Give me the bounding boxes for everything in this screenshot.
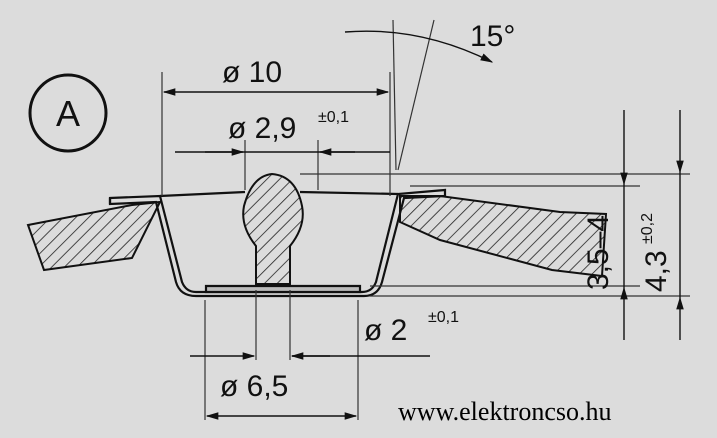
ball-contact-section bbox=[242, 172, 304, 285]
svg-text:±0,1: ±0,1 bbox=[318, 109, 349, 126]
hole-diameter-label: ø 2 ±0,1 bbox=[364, 309, 459, 347]
svg-text:4,3: 4,3 bbox=[640, 250, 673, 292]
depth-range-label: 3,5–4 bbox=[582, 215, 615, 290]
left-board-section bbox=[26, 200, 162, 272]
svg-text:A: A bbox=[56, 93, 80, 134]
ball-diameter-label: ø 2,9 ±0,1 bbox=[228, 109, 349, 145]
socket-cup bbox=[108, 188, 447, 298]
view-label-a: A bbox=[28, 73, 108, 153]
svg-text:±0,1: ±0,1 bbox=[428, 309, 459, 326]
svg-text:ø 2: ø 2 bbox=[364, 314, 407, 347]
outer-diameter-label: ø 10 bbox=[222, 56, 282, 89]
svg-text:ø 2,9: ø 2,9 bbox=[228, 112, 296, 145]
bottom-diameter-label: ø 6,5 bbox=[220, 370, 288, 403]
right-board-section bbox=[399, 195, 608, 278]
extension-lines bbox=[161, 19, 690, 420]
total-height-label: 4,3 ±0,2 bbox=[639, 213, 673, 292]
watermark: www.elektroncso.hu bbox=[398, 397, 611, 426]
angle-label: 15° bbox=[470, 20, 515, 53]
svg-text:±0,2: ±0,2 bbox=[639, 213, 656, 244]
dimension-lines bbox=[162, 30, 684, 420]
